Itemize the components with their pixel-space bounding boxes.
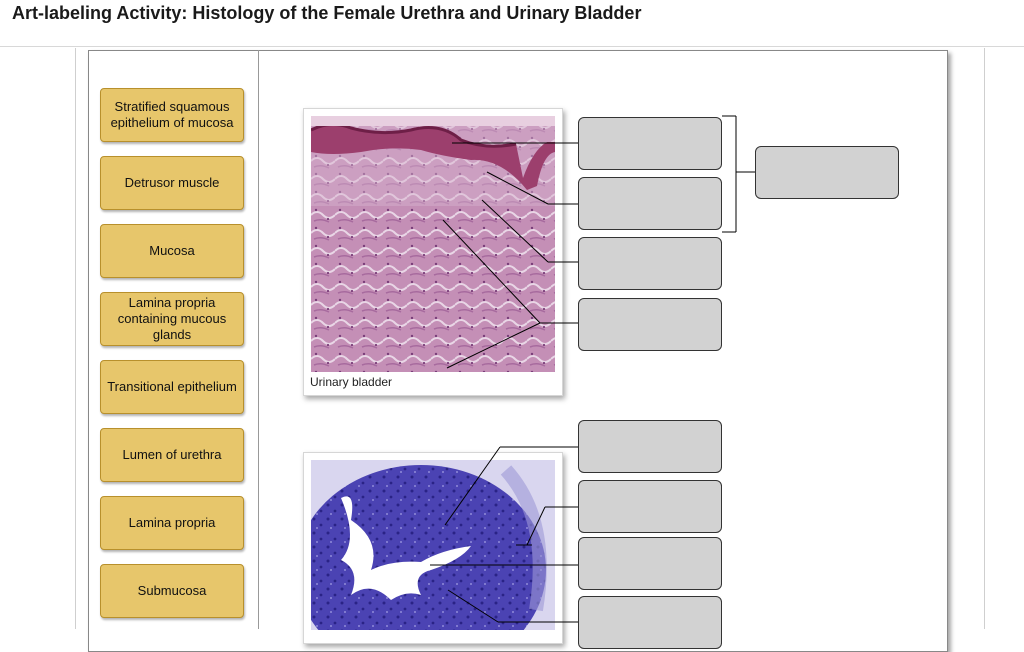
activity-left-border	[75, 48, 76, 629]
bladder-caption: Urinary bladder	[310, 375, 393, 389]
drop-target[interactable]	[578, 298, 722, 351]
drop-target[interactable]	[578, 480, 722, 533]
drop-target[interactable]	[578, 596, 722, 649]
label-tile[interactable]: Lamina propria	[100, 496, 244, 550]
bladder-micrograph: Urinary bladder	[303, 108, 563, 396]
bladder-tissue-image	[311, 116, 555, 372]
urethra-tissue-image	[311, 460, 555, 630]
drop-target[interactable]	[578, 177, 722, 230]
drop-target[interactable]	[578, 117, 722, 170]
drop-target[interactable]	[578, 420, 722, 473]
title-divider	[0, 46, 1024, 47]
label-tile[interactable]: Mucosa	[100, 224, 244, 278]
label-tile[interactable]: Lamina propria containing mucous glands	[100, 292, 244, 346]
activity-right-border	[984, 48, 985, 629]
label-tile[interactable]: Transitional epithelium	[100, 360, 244, 414]
label-tile[interactable]: Lumen of urethra	[100, 428, 244, 482]
drop-target[interactable]	[578, 237, 722, 290]
urethra-micrograph	[303, 452, 563, 644]
leader-lines	[430, 115, 755, 623]
drop-target[interactable]	[578, 537, 722, 590]
label-tile[interactable]: Submucosa	[100, 564, 244, 618]
drop-target-group[interactable]	[755, 146, 899, 199]
label-tile[interactable]: Stratified squamous epithelium of mucosa	[100, 88, 244, 142]
page-title: Art-labeling Activity: Histology of the …	[12, 3, 642, 23]
label-tile[interactable]: Detrusor muscle	[100, 156, 244, 210]
word-bank-divider	[258, 50, 259, 629]
